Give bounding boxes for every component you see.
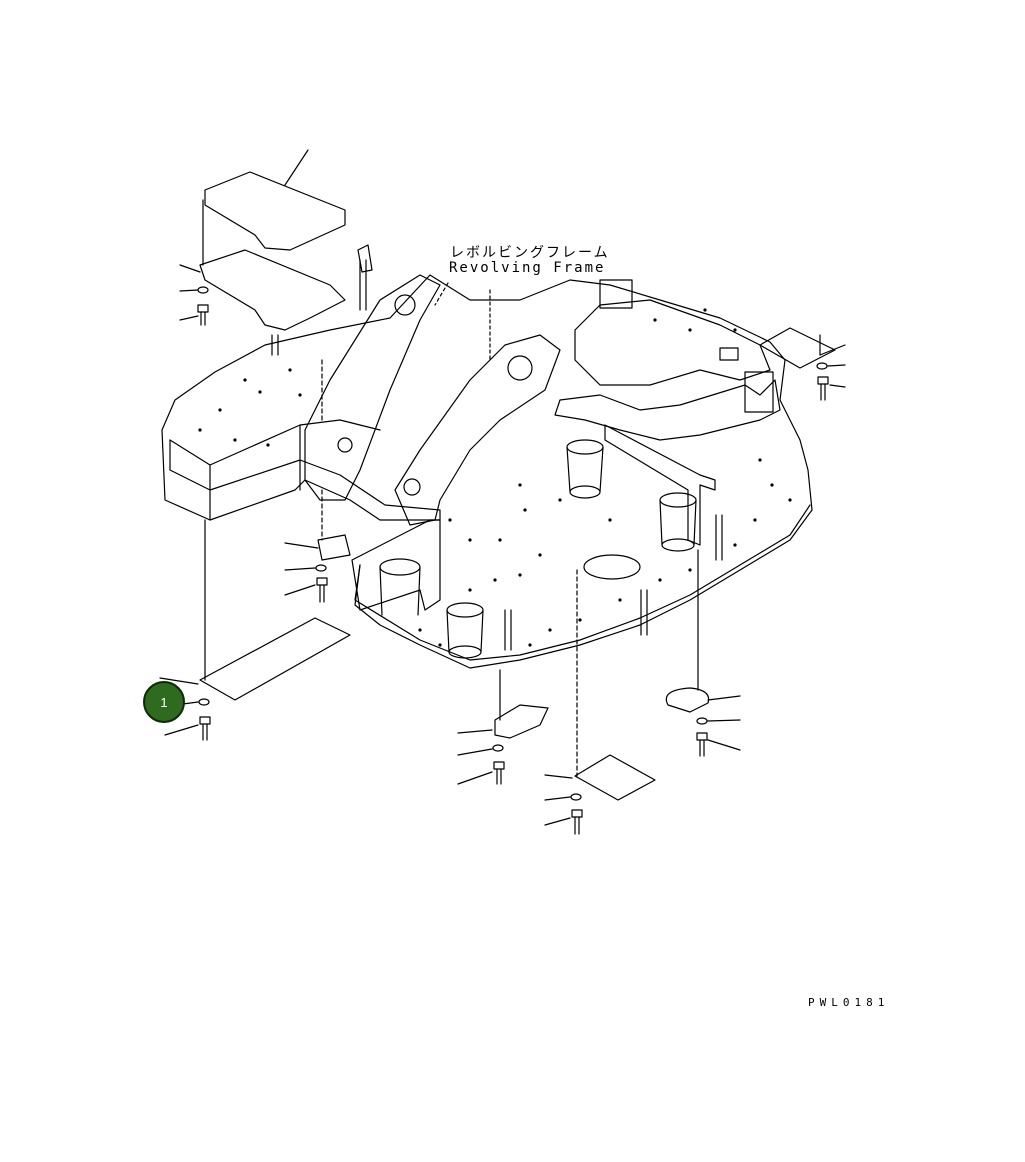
washer: [316, 565, 326, 571]
leader-line: [828, 365, 845, 366]
leader-line: [545, 818, 570, 825]
upper-cover-plate: [205, 172, 345, 250]
right-cover-plate: [760, 328, 835, 368]
cylinder-boss-4: [447, 603, 483, 658]
bolt: [572, 810, 582, 834]
left-boom-box: [162, 430, 440, 520]
left-boom-box-top: [170, 420, 380, 465]
cylinder-boss-1: [567, 440, 603, 498]
washer: [199, 699, 209, 705]
access-cover-small: [318, 535, 350, 560]
leader-line: [180, 316, 198, 320]
boom-bracket-right: [395, 335, 560, 525]
right-side-plate: [605, 425, 715, 545]
leader-line: [458, 730, 492, 733]
leader-line: [160, 678, 198, 684]
clip: [358, 245, 372, 272]
part-callout-1[interactable]: 1: [143, 681, 185, 723]
bolt: [317, 578, 327, 602]
pin-boss: [338, 438, 352, 452]
square-bottom-cover: [575, 755, 655, 800]
leader-line: [545, 775, 572, 778]
leader-line: [180, 290, 198, 291]
bolt: [818, 377, 828, 400]
leader-line: [458, 772, 492, 784]
leader-line: [435, 283, 448, 305]
leader-line: [165, 725, 198, 735]
counterweight-bracket: [575, 300, 770, 385]
bolt: [198, 305, 208, 325]
leader-line: [285, 150, 308, 185]
oval-cover-plate: [666, 688, 708, 712]
left-side-plate: [352, 520, 440, 610]
mount-block: [600, 280, 632, 308]
cylinder-boss-2: [660, 493, 696, 551]
leader-line: [545, 797, 570, 800]
frame-title-english: Revolving Frame: [449, 260, 606, 276]
leader-line: [708, 740, 740, 750]
frame-title-japanese: レボルビングフレーム: [450, 245, 610, 261]
pin-boss: [404, 479, 420, 495]
deck-bolt-holes: [198, 308, 792, 647]
cylinder-boss-3: [380, 559, 420, 615]
swing-circle-hole: [584, 555, 640, 579]
mount-block: [745, 372, 773, 412]
upper-inner-plate: [200, 250, 345, 330]
leader-line: [830, 385, 845, 387]
boom-pin-hole: [508, 356, 532, 380]
leader-line: [285, 543, 318, 548]
leader-line: [708, 720, 740, 721]
leader-line: [180, 265, 200, 272]
center-housing: [555, 380, 780, 440]
lower-access-cover: [495, 705, 548, 738]
leader-line: [820, 345, 845, 355]
washer: [493, 745, 503, 751]
callout-number: 1: [160, 694, 168, 710]
washer: [571, 794, 581, 800]
bottom-cover-plate: [200, 618, 350, 700]
drawing-code: PWL0181: [808, 996, 890, 1009]
frame-deck-outline: [162, 275, 812, 668]
bolt: [697, 733, 707, 756]
leader-line: [458, 749, 492, 755]
bolt: [494, 762, 504, 784]
washer: [817, 363, 827, 369]
bolt: [200, 717, 210, 740]
boom-pin-hole: [395, 295, 415, 315]
leader-line: [285, 568, 315, 570]
washer: [697, 718, 707, 724]
leader-line: [285, 585, 315, 595]
leader-line: [708, 696, 740, 700]
frame-deck-rim: [355, 505, 810, 660]
boom-bracket-left: [305, 275, 440, 500]
mount-block: [720, 348, 738, 360]
washer: [198, 287, 208, 293]
